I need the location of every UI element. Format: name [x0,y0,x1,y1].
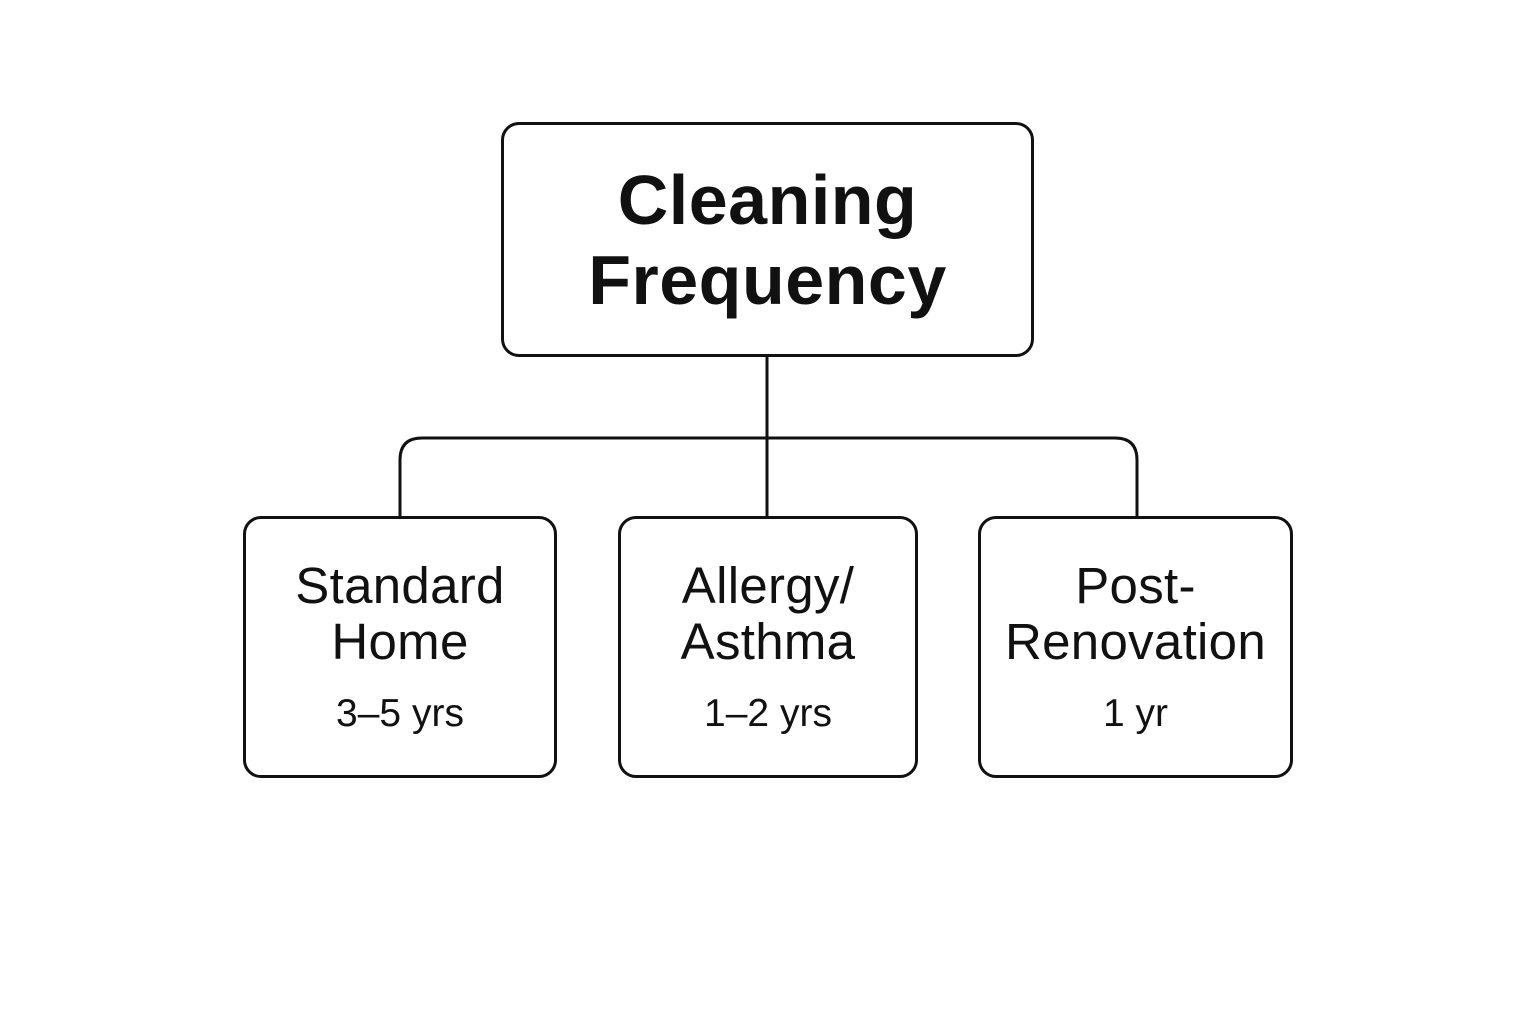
child-frequency-value: 1–2 yrs [704,692,832,735]
child-label-line-2: Asthma [680,613,856,670]
child-frequency-value: 1 yr [1102,692,1168,735]
root-title-line-1: Cleaning [617,160,918,239]
child-label-line-2: Home [331,613,469,670]
child-label-line-1: Allergy/ [681,557,855,614]
child-label-line-2: Renovation [1004,613,1266,670]
root-node-cleaning-frequency: Cleaning Frequency [501,122,1034,357]
child-node-allergy-asthma: Allergy/ Asthma 1–2 yrs [618,516,918,778]
child-frequency-value: 3–5 yrs [336,692,464,735]
connector-branch-bar [398,436,1139,516]
child-node-standard-home: Standard Home 3–5 yrs [243,516,557,778]
root-title-line-2: Frequency [588,240,947,319]
child-label-line-1: Standard [295,557,505,614]
child-node-post-renovation: Post- Renovation 1 yr [978,516,1293,778]
child-label-line-1: Post- [1075,557,1196,614]
